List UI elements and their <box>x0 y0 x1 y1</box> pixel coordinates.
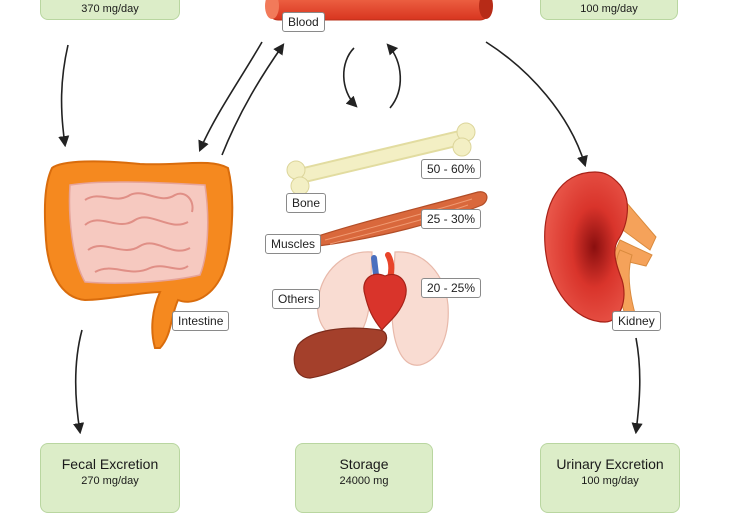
storage-value: 24000 mg <box>339 475 389 487</box>
arrow-blood-to-kidney <box>485 41 588 168</box>
fecal-excretion-title: Fecal Excretion <box>61 456 159 472</box>
others-percentage: 20 - 25% <box>421 278 482 298</box>
heart-icon <box>363 252 407 332</box>
arrow-kidney-to-urinary <box>631 337 643 435</box>
fecal-excretion-value: 270 mg/day <box>81 475 139 487</box>
arrow-intake-to-intestine <box>58 44 70 148</box>
storage-title: Storage <box>339 456 389 472</box>
kidney-label: Kidney <box>612 311 661 331</box>
liver-icon <box>293 327 388 379</box>
muscles-label: Muscles <box>265 234 322 254</box>
urinary-excretion-value: 100 mg/day <box>581 475 639 487</box>
others-label: Others <box>272 289 321 309</box>
fecal-excretion-box: Fecal Excretion 270 mg/day <box>40 443 180 513</box>
blood-label: Blood <box>282 12 325 32</box>
arrow-blood-to-intestine <box>198 41 263 153</box>
bone-percentage: 50 - 60% <box>421 159 482 179</box>
secretion-box: 100 mg/day <box>540 0 678 20</box>
urinary-excretion-box: Urinary Excretion 100 mg/day <box>540 443 680 513</box>
dietary-intake-box: 370 mg/day <box>40 0 180 20</box>
arrow-storage-to-blood <box>386 43 402 109</box>
arrow-intestine-to-fecal <box>73 329 85 435</box>
arrow-intestine-to-blood <box>221 43 285 156</box>
bone-icon <box>286 122 476 196</box>
intestine-icon <box>43 160 234 349</box>
kidney-icon <box>544 171 657 331</box>
urinary-excretion-title: Urinary Excretion <box>556 456 664 472</box>
intestine-label: Intestine <box>172 311 230 331</box>
storage-box: Storage 24000 mg <box>295 443 433 513</box>
dietary-intake-value: 370 mg/day <box>81 3 139 15</box>
secretion-value: 100 mg/day <box>580 3 638 15</box>
arrow-blood-to-storage <box>343 47 358 108</box>
flow-arrows <box>58 41 643 435</box>
calcium-flow-diagram <box>43 0 657 435</box>
bone-label: Bone <box>286 193 327 213</box>
muscles-percentage: 25 - 30% <box>421 209 482 229</box>
